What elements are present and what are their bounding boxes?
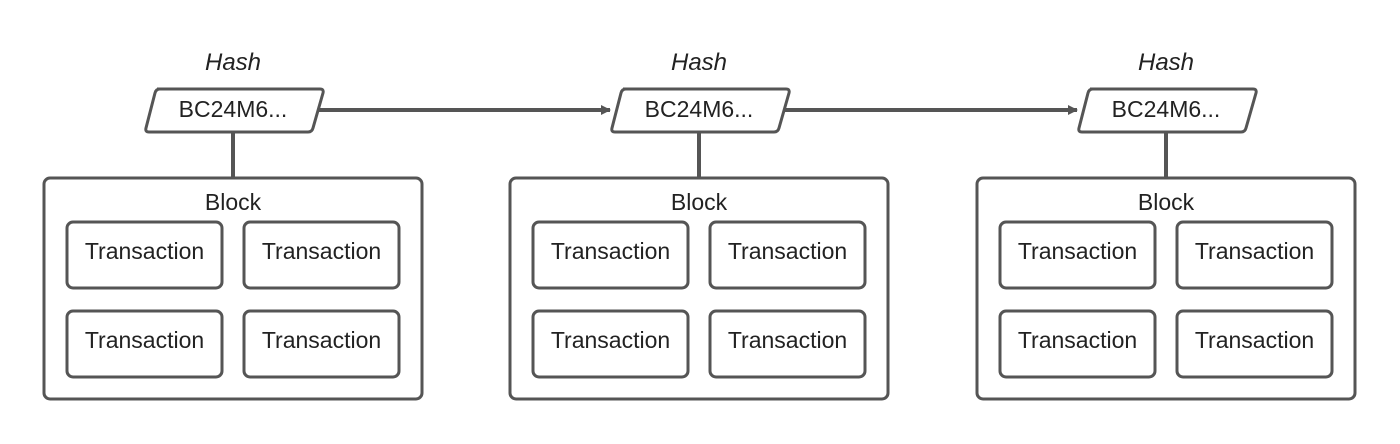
- transaction-box: [998, 220, 1157, 290]
- transaction-label: Transaction: [85, 327, 204, 353]
- transaction-box: [1175, 309, 1334, 379]
- hash-box: [1077, 87, 1258, 134]
- transaction-box: [708, 309, 867, 379]
- transaction-box: [242, 309, 401, 379]
- transaction-box: [1175, 220, 1334, 290]
- hash-value: BC24M6...: [645, 96, 754, 122]
- block-group-1: Hash BC24M6... Block Transaction Transac…: [42, 49, 424, 401]
- transaction-box: [65, 220, 224, 290]
- block-title: Block: [205, 189, 262, 215]
- transaction-box: [998, 309, 1157, 379]
- block-title: Block: [1138, 189, 1195, 215]
- block-group-3: Hash BC24M6... Block Transaction Transac…: [975, 49, 1357, 401]
- transaction-box: [65, 309, 224, 379]
- transaction-label: Transaction: [262, 327, 381, 353]
- transaction-box: [708, 220, 867, 290]
- transaction-label: Transaction: [1195, 238, 1314, 264]
- hash-value: BC24M6...: [179, 96, 288, 122]
- transaction-label: Transaction: [262, 238, 381, 264]
- hash-caption: Hash: [1138, 49, 1194, 76]
- hash-box: [144, 87, 325, 134]
- block-title: Block: [671, 189, 728, 215]
- hash-caption: Hash: [671, 49, 727, 76]
- block-group-2: Hash BC24M6... Block Transaction Transac…: [508, 49, 890, 401]
- transaction-label: Transaction: [1018, 327, 1137, 353]
- transaction-label: Transaction: [1018, 238, 1137, 264]
- hash-value: BC24M6...: [1112, 96, 1221, 122]
- transaction-label: Transaction: [551, 238, 670, 264]
- transaction-label: Transaction: [1195, 327, 1314, 353]
- transaction-label: Transaction: [728, 327, 847, 353]
- transaction-label: Transaction: [551, 327, 670, 353]
- transaction-box: [531, 220, 690, 290]
- transaction-box: [531, 309, 690, 379]
- transaction-label: Transaction: [728, 238, 847, 264]
- hash-box: [610, 87, 791, 134]
- transaction-box: [242, 220, 401, 290]
- hash-caption: Hash: [205, 49, 261, 76]
- transaction-label: Transaction: [85, 238, 204, 264]
